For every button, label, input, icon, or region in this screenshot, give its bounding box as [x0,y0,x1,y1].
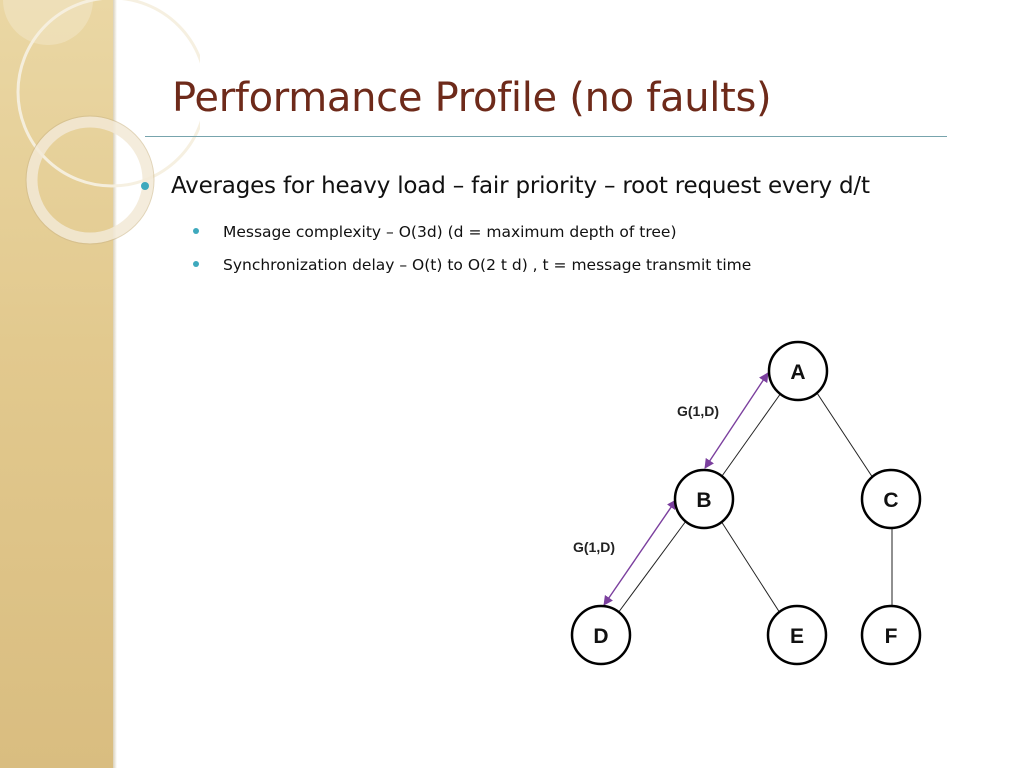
tree-node-b: B [673,468,735,530]
tree-node-label-b: B [696,489,711,512]
tree-node-label-a: A [790,361,805,384]
decorative-rings [3,0,200,245]
message-label-a-b: G(1,D) [677,403,719,419]
tree-node-label-c: C [883,489,898,512]
edge-a-c [816,392,874,479]
message-arrow-b-d [603,499,677,606]
bullet-dot-icon [193,228,199,234]
bullet-dot-icon [193,261,199,267]
tree-node-a: A [767,340,829,402]
message-arrow-a-b [704,372,769,469]
tree-node-d: D [570,604,632,666]
bullet-synchronization-delay: Synchronization delay – O(t) to O(2 t d)… [223,256,752,274]
edge-b-e [720,520,781,614]
bullet-dot-icon [141,182,149,190]
tree-node-label-d: D [593,625,608,648]
message-label-b-d: G(1,D) [573,539,615,555]
slide-title: Performance Profile (no faults) [172,75,772,121]
bullet-message-complexity: Message complexity – O(3d) (d = maximum … [223,223,677,241]
side-panel-shadow [113,0,117,768]
tree-node-f: F [860,604,922,666]
tree-node-label-e: E [790,625,804,648]
title-divider [145,136,947,137]
tree-node-c: C [860,468,922,530]
edge-a-b [721,392,782,477]
tree-node-label-f: F [885,625,898,648]
bullet-heavy-load-averages: Averages for heavy load – fair priority … [171,173,870,199]
tree-node-e: E [766,604,828,666]
